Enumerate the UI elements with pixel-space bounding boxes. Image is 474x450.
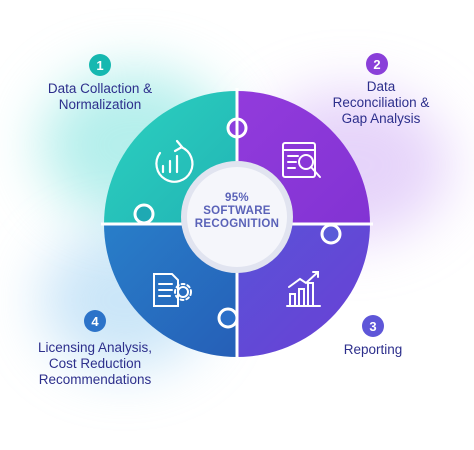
- step-4-label-line: Recommendations: [38, 372, 152, 387]
- puzzle-tab-left: [133, 203, 155, 225]
- document-gear-icon: [153, 273, 192, 307]
- center-line-1: 95%: [225, 192, 249, 204]
- step-2-badge: 2: [366, 53, 388, 75]
- step-3-label: Reporting: [330, 342, 416, 358]
- step-1-label-line: Normalization: [58, 97, 142, 112]
- step-4-number: 4: [91, 313, 99, 329]
- center-label: 95% SOFTWARE RECOGNITION: [182, 192, 292, 231]
- step-2-number: 2: [373, 56, 381, 72]
- center-line-2: SOFTWARE: [203, 205, 271, 217]
- step-3-number: 3: [369, 318, 377, 334]
- step-2-label: Data Reconciliation & Gap Analysis: [318, 79, 444, 127]
- bar-chart-icon: [286, 271, 321, 307]
- step-4-label-line: Cost Reduction: [48, 356, 142, 371]
- step-1-label: Data Collaction & Normalization: [28, 81, 172, 113]
- step-1-label-line: Data Collaction &: [47, 81, 153, 96]
- step-1-badge: 1: [89, 54, 111, 76]
- puzzle-tab-right: [320, 223, 342, 245]
- step-4-badge: 4: [84, 310, 106, 332]
- center-circle: [181, 161, 293, 273]
- magnifier-document-icon: [282, 142, 321, 178]
- step-2-label-line: Data: [366, 79, 396, 94]
- step-2-label-line: Gap Analysis: [341, 111, 421, 126]
- step-3-label-line: Reporting: [343, 342, 403, 357]
- puzzle-tab-bottom: [217, 307, 239, 329]
- step-4-label-line: Licensing Analysis,: [37, 340, 153, 355]
- step-4-label: Licensing Analysis, Cost Reduction Recom…: [28, 340, 162, 388]
- center-line-3: RECOGNITION: [194, 218, 280, 230]
- cycle-chart-icon: [155, 139, 194, 183]
- step-3-badge: 3: [362, 315, 384, 337]
- step-2-label-line: Reconciliation &: [332, 95, 430, 110]
- step-1-number: 1: [96, 57, 104, 73]
